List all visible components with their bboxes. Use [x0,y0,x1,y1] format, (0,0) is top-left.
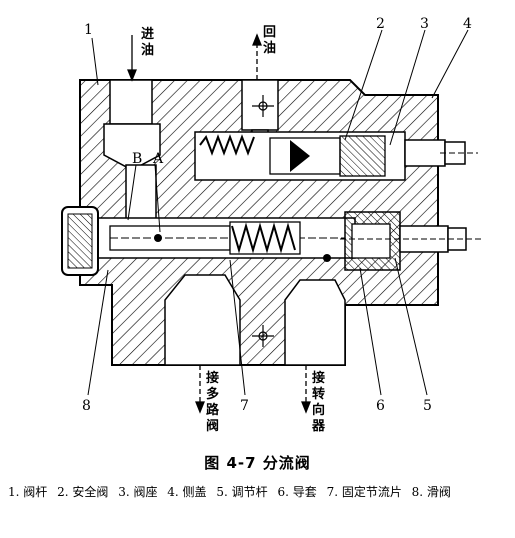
legend-item-2: 2. 安全阀 [57,485,109,499]
flow-arrows [127,33,311,414]
legend-item-7: 7. 固定节流片 [326,485,402,499]
leader-lines [87,29,469,396]
steering-label-3: 向 [312,402,325,418]
return-port [241,79,279,161]
left-end-cap [61,206,99,276]
point-label-b: B [132,151,142,167]
callout-6: 6 [376,398,385,414]
adjusting-rod-assembly [340,211,482,271]
return-label-2: 油 [263,40,276,56]
center-marks [252,95,274,347]
callout-numbers: 1 2 3 4 5 6 7 8 B A [82,16,472,414]
callout-2: 2 [376,16,385,32]
callout-8: 8 [82,398,91,414]
parts-legend: 1. 阀杆 2. 安全阀 3. 阀座 4. 侧盖 5. 调节杆 6. 导套 7.… [8,482,508,502]
steering-label-4: 器 [311,419,326,434]
multiway-label-4: 阀 [206,418,219,434]
legend-item-6: 6. 导套 [277,485,317,499]
return-label-1: 回 [263,25,276,40]
steering-label-1: 接 [312,370,325,386]
legend-item-8: 8. 滑阀 [411,485,451,499]
multiway-label-1: 接 [206,370,219,386]
legend-item-3: 3. 阀座 [118,485,158,499]
steering-port [284,279,346,366]
legend-item-4: 4. 侧盖 [167,485,207,499]
callout-7: 7 [240,398,249,414]
callout-5: 5 [423,398,432,414]
safety-valve [194,131,478,181]
point-label-a: A [152,151,164,167]
flow-divider-valve-drawing: 1 2 3 4 5 6 7 8 B A 进 油 回 油 接 多 路 阀 接 转 … [61,16,482,434]
callout-4: 4 [463,16,472,32]
legend-item-1: 1. 阀杆 [8,485,48,499]
inlet-label-2: 油 [141,42,154,58]
callout-1: 1 [84,22,93,38]
multiway-label-2: 多 [206,386,219,402]
port-labels: 进 油 回 油 接 多 路 阀 接 转 向 器 [141,25,326,434]
spool-bore [94,217,356,262]
steering-label-2: 转 [312,386,325,402]
multiway-label-3: 路 [206,402,220,418]
figure-caption: 图 4-7 分流阀 [204,454,311,472]
multiway-port [164,274,241,366]
callout-3: 3 [420,16,429,32]
inlet-label-1: 进 [141,27,154,42]
legend-item-5: 5. 调节杆 [216,485,268,499]
